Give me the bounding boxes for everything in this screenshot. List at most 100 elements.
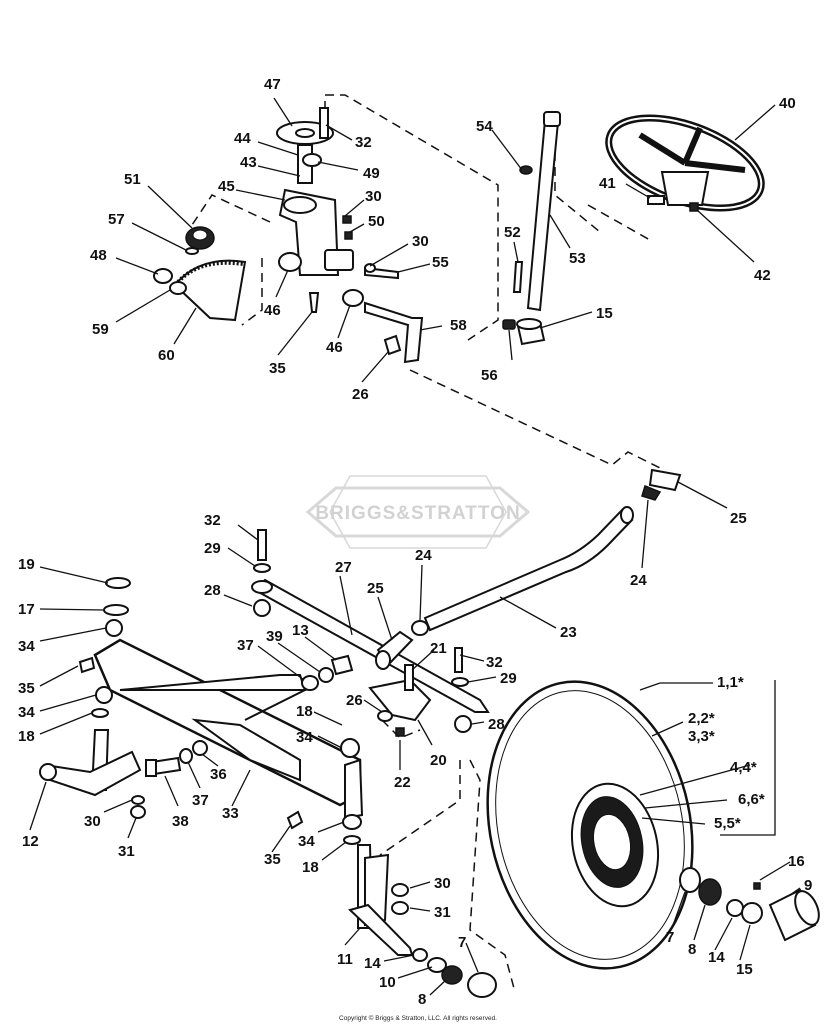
- cap: [105, 577, 131, 589]
- arm-nut: [383, 334, 402, 356]
- callout-35: 35: [264, 851, 281, 868]
- callout-57: 57: [108, 211, 125, 228]
- callout-46: 46: [264, 302, 281, 319]
- callout-32: 32: [486, 654, 503, 671]
- washer-left-bottom: [91, 708, 109, 718]
- callout-7: 7: [458, 934, 466, 951]
- callout-37: 37: [237, 637, 254, 654]
- knuckle-washer: [391, 883, 409, 897]
- callout-37: 37: [192, 792, 209, 809]
- lower-bushing: [342, 289, 364, 307]
- washer-right-bottom: [343, 835, 361, 845]
- spindle-right: [340, 738, 364, 820]
- top-bolt: [319, 107, 329, 139]
- callout-36: 36: [210, 766, 227, 783]
- wheel-bolt: [647, 195, 665, 205]
- callout-32: 32: [355, 134, 372, 151]
- lock-washer: [344, 231, 353, 240]
- cotter-pin: [395, 727, 405, 737]
- callout-34: 34: [18, 704, 35, 721]
- axle-bushing: [192, 740, 208, 756]
- upper-bushing: [278, 252, 302, 272]
- grease-fitting-left: [78, 656, 96, 674]
- callout-30: 30: [412, 233, 429, 250]
- callout-29: 29: [500, 670, 517, 687]
- grease-fitting-right: [286, 810, 304, 830]
- shaft-key: [512, 261, 524, 293]
- callout-1-1star: 1,1*: [717, 674, 744, 691]
- callout-24: 24: [630, 572, 647, 589]
- spindle-left: [39, 729, 142, 797]
- gear-washer: [185, 247, 199, 255]
- callout-8: 8: [688, 941, 696, 958]
- callout-12: 12: [22, 833, 39, 850]
- washer-top: [253, 563, 271, 573]
- assembly-dash-lines: [191, 94, 661, 993]
- callout-38: 38: [172, 813, 189, 830]
- callout-22: 22: [394, 774, 411, 791]
- callout-45: 45: [218, 178, 235, 195]
- washer-right: [451, 677, 469, 687]
- axle-spacer-rear: [741, 902, 763, 924]
- callout-31: 31: [434, 904, 451, 921]
- pinion-gear: [185, 226, 215, 250]
- callout-14: 14: [708, 949, 725, 966]
- bearing-rear: [698, 878, 722, 906]
- pivot-spacer: [318, 667, 334, 683]
- bearing-cup-front: [467, 972, 497, 998]
- pivot-nut: [330, 654, 354, 676]
- small-bolt: [342, 215, 352, 224]
- steering-arm: [368, 664, 432, 722]
- callout-29: 29: [204, 540, 221, 557]
- callout-52: 52: [504, 224, 521, 241]
- callout-2-2star: 2,2*: [688, 710, 715, 727]
- wheel-nut: [689, 202, 699, 212]
- callout-34: 34: [298, 833, 315, 850]
- spindle-nut-left: [130, 805, 146, 819]
- callout-24: 24: [415, 547, 432, 564]
- set-screw: [502, 319, 516, 330]
- knuckle-nut: [391, 901, 409, 915]
- tie-rod: [251, 578, 490, 713]
- callout-20: 20: [430, 752, 447, 769]
- bearing-front: [441, 965, 463, 985]
- hub-cap: [768, 888, 820, 942]
- callout-30: 30: [365, 188, 382, 205]
- copyright-notice: Copyright © Briggs & Stratton, LLC. All …: [339, 1014, 497, 1022]
- retaining-ring: [302, 153, 322, 167]
- callout-28: 28: [488, 716, 505, 733]
- callout-34: 34: [18, 638, 35, 655]
- callout-33: 33: [222, 805, 239, 822]
- callout-48: 48: [90, 247, 107, 264]
- spacer-top: [253, 599, 271, 617]
- axle-pivot-bolt: [145, 756, 182, 777]
- callout-19: 19: [18, 556, 35, 573]
- callout-3-3star: 3,3*: [688, 728, 715, 745]
- steering-column-assembly: [153, 107, 765, 364]
- callout-11: 11: [337, 951, 353, 968]
- callout-39: 39: [266, 628, 283, 645]
- axle-spacer-front: [427, 957, 447, 973]
- front-axle: [93, 638, 362, 807]
- shaft-clip: [519, 165, 533, 175]
- callout-42: 42: [754, 267, 771, 284]
- callout-14: 14: [364, 955, 381, 972]
- callout-59: 59: [92, 321, 109, 338]
- callout-28: 28: [204, 582, 221, 599]
- ball-joint-upper: [641, 468, 682, 501]
- callout-60: 60: [158, 347, 175, 364]
- bearing-cup-rear: [679, 867, 701, 893]
- watermark-text: BRIGGS&STRATTON: [315, 503, 520, 524]
- bushing-left-top: [105, 619, 123, 637]
- callout-8: 8: [418, 991, 426, 1008]
- callout-40: 40: [779, 95, 796, 112]
- grease-fitting-hub: [753, 882, 761, 890]
- bolt-top: [257, 529, 267, 561]
- callout-30: 30: [84, 813, 101, 830]
- arm-nut-lower: [377, 710, 393, 722]
- callout-25: 25: [730, 510, 747, 527]
- callout-17: 17: [18, 601, 35, 618]
- callout-18: 18: [302, 859, 319, 876]
- callout-55: 55: [432, 254, 449, 271]
